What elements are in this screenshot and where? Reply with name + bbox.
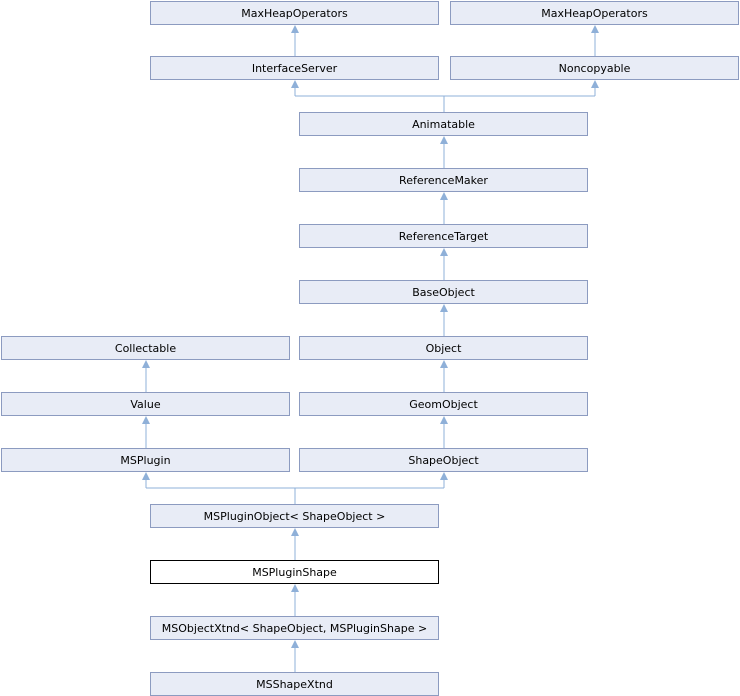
node-baseobject[interactable]: BaseObject (299, 280, 588, 304)
node-collectable[interactable]: Collectable (1, 336, 290, 360)
edge-shapeobject-arrow (440, 472, 448, 480)
edge-geomobject-shapeobject-arrow (440, 416, 448, 424)
edge-noncopyable-arrow (591, 80, 599, 88)
node-shapeobject[interactable]: ShapeObject (299, 448, 588, 472)
edge-baseobject-object-arrow (440, 304, 448, 312)
node-noncopyable[interactable]: Noncopyable (450, 56, 739, 80)
edge-mspluginobject-mspluginshape-arrow (291, 528, 299, 536)
node-object[interactable]: Object (299, 336, 588, 360)
node-mspluginobject[interactable]: MSPluginObject< ShapeObject > (150, 504, 439, 528)
node-msplugin[interactable]: MSPlugin (1, 448, 290, 472)
node-maxheapoperators-1[interactable]: MaxHeapOperators (150, 1, 439, 25)
node-interfaceserver[interactable]: InterfaceServer (150, 56, 439, 80)
node-referencetarget[interactable]: ReferenceTarget (299, 224, 588, 248)
node-maxheapoperators-2[interactable]: MaxHeapOperators (450, 1, 739, 25)
edge-collectable-value-arrow (142, 360, 150, 368)
node-mspluginshape: MSPluginShape (150, 560, 439, 584)
edge-msobjectxtnd-msshapextnd-arrow (291, 640, 299, 648)
node-animatable[interactable]: Animatable (299, 112, 588, 136)
node-value[interactable]: Value (1, 392, 290, 416)
node-msobjectxtnd[interactable]: MSObjectXtnd< ShapeObject, MSPluginShape… (150, 616, 439, 640)
edge-msplugin-arrow (142, 472, 150, 480)
edge-maxheap2-noncopyable-arrow (591, 25, 599, 33)
edge-value-msplugin-arrow (142, 416, 150, 424)
node-geomobject[interactable]: GeomObject (299, 392, 588, 416)
node-referencemaker[interactable]: ReferenceMaker (299, 168, 588, 192)
edge-referencemaker-referencetarget-arrow (440, 192, 448, 200)
edge-mspluginshape-msobjectxtnd-arrow (291, 584, 299, 592)
node-msshapextnd[interactable]: MSShapeXtnd (150, 672, 439, 696)
edge-interfaceserver-arrow (291, 80, 299, 88)
edge-maxheap1-interfaceserver-arrow (291, 25, 299, 33)
edge-animatable-referencemaker-arrow (440, 136, 448, 144)
edge-object-geomobject-arrow (440, 360, 448, 368)
edge-referencetarget-baseobject-arrow (440, 248, 448, 256)
